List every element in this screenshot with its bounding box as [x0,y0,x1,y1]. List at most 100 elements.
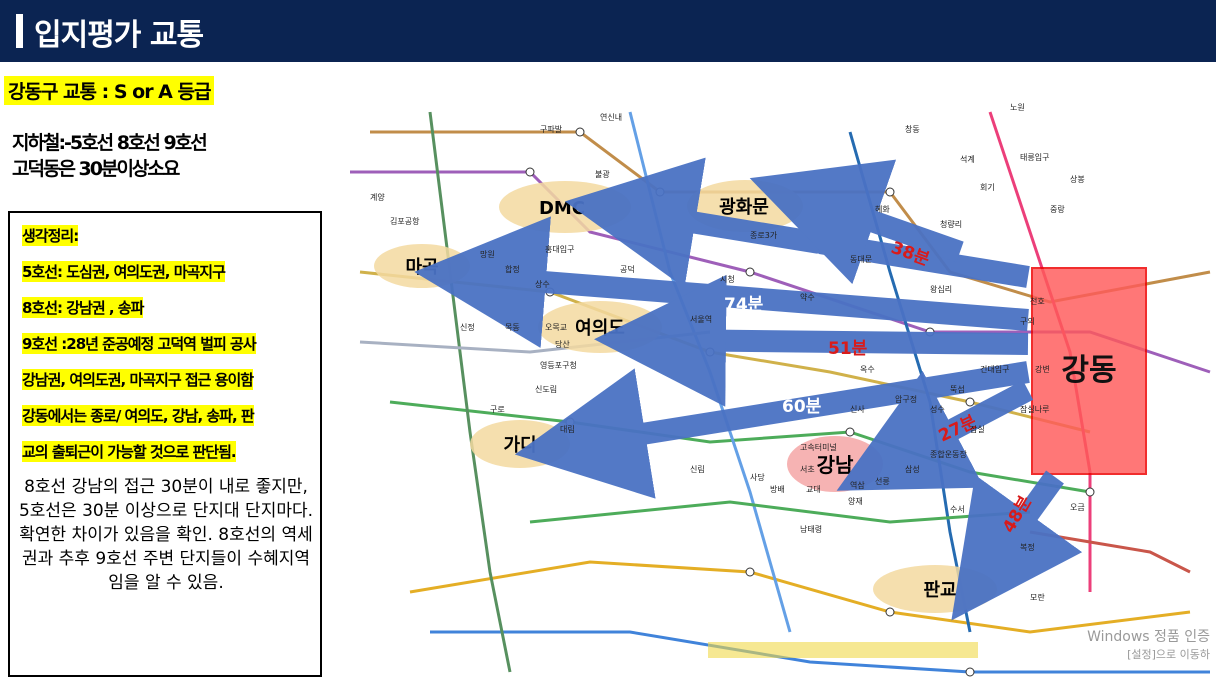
activation-watermark-sub: [설정]으로 이동하 [1127,648,1210,661]
summary-heading: 생각정리: [22,225,79,246]
svg-text:동대문: 동대문 [850,255,872,264]
svg-text:종합운동장: 종합운동장 [930,449,967,459]
dmc-label: DMC [539,198,585,219]
gangnam-label: 강남 [817,453,854,477]
svg-text:잠실: 잠실 [970,424,985,434]
summary-item: 강남권, 여의도권, 마곡지구 접근 용이함 [22,369,254,390]
yeouido-label: 여의도 [575,318,625,339]
svg-text:신도림: 신도림 [535,384,557,394]
time-magok: 74분 [724,295,764,315]
arrow-gangnam [836,370,1034,491]
arrow-gwanghwamun [749,159,964,285]
svg-text:사당: 사당 [750,472,765,482]
gwanghwamun-label: 광화문 [719,197,769,218]
svg-text:혜화: 혜화 [875,205,890,214]
subway-map-svg: DMC 광화문 마곡 여의도 가디 강남 판교 강동 [350,103,1211,677]
svg-text:상봉: 상봉 [1070,174,1085,184]
time-yeouido: 51분 [828,339,868,359]
grade-subtitle: 강동구 교통 : S or A 등급 [4,76,215,105]
line-1-band [708,642,978,658]
svg-text:구파발: 구파발 [540,124,563,134]
summary-box: 생각정리: 5호선: 도심권, 여의도권, 마곡지구 8호선: 강남권 , 송파… [8,211,322,677]
svg-text:오목교: 오목교 [545,323,567,332]
svg-text:성수: 성수 [930,405,945,414]
header-accent-bar [16,14,23,48]
origin-box [1031,267,1147,475]
svg-text:공덕: 공덕 [620,264,635,274]
svg-text:석계: 석계 [960,154,975,164]
arrow-dmc [564,157,1030,288]
svg-text:모란: 모란 [1030,592,1045,602]
time-dmc: 60분 [782,253,822,273]
arrow-pangyo [951,470,1083,621]
svg-text:목동: 목동 [505,323,520,332]
svg-text:홍대입구: 홍대입구 [545,244,574,254]
svg-text:상수: 상수 [535,279,550,289]
time-gadi: 60분 [782,397,822,417]
svg-text:방배: 방배 [770,484,785,494]
svg-text:당산: 당산 [555,339,570,349]
svg-text:종로3가: 종로3가 [750,231,778,240]
subway-lines: 지하철:-5호선 8호선 9호선 [12,132,208,154]
svg-text:계양: 계양 [370,192,385,202]
svg-text:양재: 양재 [848,497,863,506]
svg-text:청량리: 청량리 [940,219,962,229]
svg-text:건대입구: 건대입구 [980,364,1009,374]
svg-text:김포공항: 김포공항 [390,216,420,226]
svg-text:압구정: 압구정 [895,394,917,404]
svg-text:신사: 신사 [850,405,865,414]
svg-text:태릉입구: 태릉입구 [1020,153,1049,162]
arrow-yeouido [594,274,1029,407]
travel-arrows [414,157,1083,621]
arrow-magok [414,216,1029,348]
summary-item: 5호선: 도심권, 여의도권, 마곡지구 [22,261,226,282]
summary-item: 강동에서는 종로/ 여의도, 강남, 송파, 판 [22,405,255,426]
summary-item: 교의 출퇴근이 가능할 것으로 판단됨. [22,441,237,462]
origin-label: 강동 [1061,353,1116,388]
svg-text:남태령: 남태령 [800,525,822,534]
svg-text:천호: 천호 [1030,296,1045,306]
svg-text:불광: 불광 [595,169,610,179]
svg-text:중랑: 중랑 [1050,204,1065,214]
svg-text:구로: 구로 [490,405,505,414]
svg-text:망원: 망원 [480,249,495,259]
svg-text:창동: 창동 [905,125,920,134]
svg-text:대림: 대림 [560,424,575,434]
summary-paragraph: 8호선 강남의 접근 30분이 내로 좋지만, 5호선은 30분 이상으로 단지… [18,477,314,593]
svg-text:신정: 신정 [460,322,475,332]
summary-item: 9호선 :28년 준공예정 고덕역 벌피 공사 [22,333,257,354]
svg-text:구의: 구의 [1020,316,1035,326]
activation-watermark: Windows 정품 인증 [1087,629,1210,645]
svg-text:영등포구청: 영등포구청 [540,360,577,370]
bus-note: 고덕동은 30분이상소요 [12,158,180,180]
svg-text:복정: 복정 [1020,542,1035,552]
pangyo-label: 판교 [923,580,956,601]
svg-text:강변: 강변 [1035,364,1050,374]
svg-text:오금: 오금 [1070,503,1085,512]
page-title: 입지평가 교통 [34,18,204,53]
svg-text:신림: 신림 [690,464,705,474]
subway-map: DMC 광화문 마곡 여의도 가디 강남 판교 강동 [330,72,1216,684]
svg-text:잠실나루: 잠실나루 [1020,404,1049,414]
svg-text:삼성: 삼성 [905,464,920,474]
svg-text:합정: 합정 [505,264,520,274]
svg-text:서울역: 서울역 [690,314,712,324]
svg-text:약수: 약수 [800,292,815,302]
svg-text:교대: 교대 [806,485,821,494]
svg-text:연신내: 연신내 [600,113,622,122]
svg-text:고속터미널: 고속터미널 [800,443,837,452]
magok-label: 마곡 [405,257,438,278]
svg-text:시청: 시청 [720,275,735,284]
svg-text:옥수: 옥수 [860,365,875,374]
svg-text:수서: 수서 [950,505,965,514]
svg-text:왕십리: 왕십리 [930,285,952,294]
svg-text:역삼: 역삼 [850,480,865,490]
header: 입지평가 교통 [0,0,1216,62]
summary-item: 8호선: 강남권 , 송파 [22,297,144,318]
svg-text:노원: 노원 [1010,103,1025,112]
svg-text:서초: 서초 [800,465,815,474]
svg-text:회기: 회기 [980,183,995,192]
svg-text:선릉: 선릉 [875,477,890,486]
gadi-label: 가디 [503,435,536,456]
svg-text:뚝섬: 뚝섬 [950,384,965,394]
